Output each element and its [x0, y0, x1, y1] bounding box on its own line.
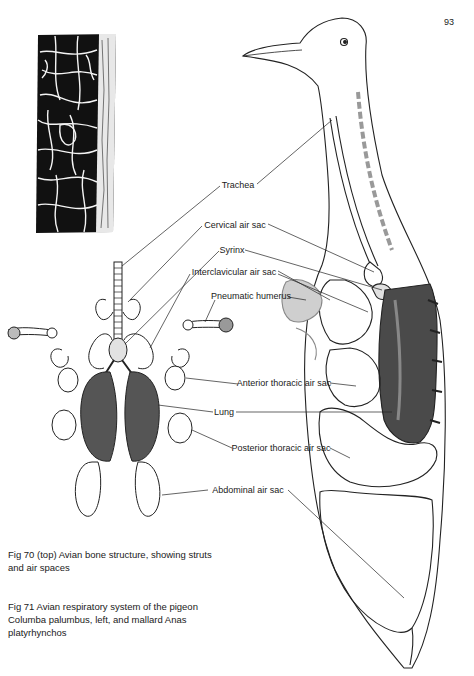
leader-line	[278, 274, 368, 312]
strut	[55, 175, 58, 232]
posterior-thoracic-sac	[52, 410, 76, 440]
air-sac-lobe	[51, 349, 68, 367]
anterior-thoracic-sac	[326, 348, 380, 406]
figure-caption: Fig 71 Avian respiratory system of the p…	[8, 600, 228, 639]
bone-wall	[96, 34, 116, 233]
strut	[42, 70, 97, 75]
leader-line	[205, 300, 215, 322]
leader-line	[288, 490, 404, 598]
strut	[82, 170, 85, 232]
humerus-head	[47, 328, 57, 338]
part-label: Trachea	[222, 180, 255, 191]
strut	[77, 36, 80, 110]
abdominal-sac	[135, 462, 160, 516]
part-label: Pneumatic humerus	[211, 291, 291, 302]
abdominal-sac-tail	[410, 628, 413, 665]
leader-line	[330, 383, 356, 386]
bronchus	[395, 300, 400, 420]
abdominal-sac	[320, 491, 433, 633]
abdominal-sac	[75, 462, 100, 516]
bone-inset	[36, 34, 116, 233]
bill-line	[243, 50, 302, 56]
wall-line	[107, 38, 109, 228]
part-label: Posterior thoracic air sac	[231, 443, 330, 454]
posterior-thoracic-sac	[168, 413, 192, 443]
part-label: Interclavicular air sac	[192, 267, 277, 278]
leader-line	[257, 120, 332, 184]
leader-line	[158, 405, 213, 412]
strut	[42, 60, 47, 78]
lung	[125, 372, 159, 461]
eye	[341, 39, 348, 46]
strut	[38, 149, 97, 154]
interclavicular-sac	[89, 334, 153, 369]
anterior-thoracic-sac	[165, 366, 185, 390]
air-sac-lobe	[172, 349, 189, 367]
pupil	[344, 41, 347, 44]
duck-outline	[243, 18, 445, 668]
lung	[81, 372, 117, 461]
wing-bone	[296, 328, 316, 360]
leader-line	[330, 448, 350, 458]
part-label: Abdominal air sac	[212, 485, 284, 496]
part-label: Syrinx	[219, 245, 244, 256]
part-label: Cervical air sac	[204, 220, 266, 231]
neck-vertebrae	[358, 92, 392, 250]
cervical-sac	[364, 262, 382, 286]
mallard-body	[243, 18, 445, 668]
strut	[40, 50, 97, 54]
strut	[48, 110, 53, 170]
cervical-sacs	[96, 299, 141, 319]
trachea-tube	[114, 262, 122, 340]
page-number: 93	[444, 17, 454, 28]
leader-lines	[122, 120, 404, 598]
strut	[38, 204, 97, 209]
bone-section	[36, 34, 116, 233]
interclavicular-sac	[319, 280, 372, 344]
strut	[40, 94, 97, 103]
leader-line	[125, 251, 219, 344]
figure-caption: Fig 70 (top) Avian bone structure, showi…	[8, 548, 213, 574]
ribs	[428, 300, 442, 423]
pneumatic-humerus	[282, 280, 322, 322]
leader-line	[186, 378, 238, 384]
anterior-thoracic-sac	[58, 368, 78, 392]
part-label: Lung	[214, 407, 234, 418]
leader-line	[128, 226, 202, 302]
bone-wall-texture	[101, 38, 109, 228]
duck-trachea	[330, 116, 378, 268]
strut	[38, 177, 97, 182]
tracheal-rings	[114, 268, 122, 334]
leader-line	[162, 490, 208, 495]
part-label: Anterior thoracic air sac	[237, 378, 332, 389]
lung	[379, 284, 437, 443]
leader-line	[268, 224, 374, 272]
strut	[60, 124, 76, 145]
bone-struts	[38, 36, 97, 232]
pigeon-respiratory-system	[8, 262, 233, 516]
leader-line	[150, 274, 190, 348]
humerus-head	[219, 318, 233, 332]
humerus-head	[183, 320, 193, 330]
humerus-head	[8, 327, 20, 339]
leader-line	[236, 412, 392, 413]
wall-line	[101, 40, 104, 228]
posterior-thoracic-sac	[319, 408, 437, 486]
strut	[86, 55, 94, 80]
strut	[55, 36, 60, 100]
leader-line	[192, 430, 232, 448]
syrinx	[109, 338, 127, 362]
